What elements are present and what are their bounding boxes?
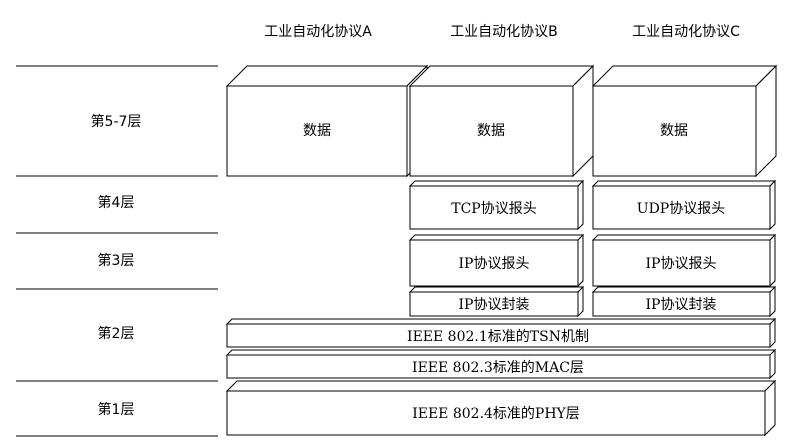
block-udp-header-label: UDP协议报头: [637, 201, 725, 217]
block-tsn: IEEE 802.1标准的TSN机制: [225, 317, 777, 349]
block-mac-label: IEEE 802.3标准的MAC层: [412, 360, 584, 376]
layer-label-2: 第2层: [98, 325, 135, 342]
block-udp-header: UDP协议报头: [591, 179, 777, 231]
block-data-a-label: 数据: [303, 123, 331, 139]
layer-label-4: 第4层: [98, 194, 135, 211]
block-ip-encap-c: IP协议封装: [591, 285, 777, 318]
block-mac: IEEE 802.3标准的MAC层: [225, 348, 777, 380]
column-header-a: 工业自动化协议A: [264, 24, 372, 40]
layer-label-5-7: 第5-7层: [91, 113, 142, 130]
block-ip-header-b: IP协议报头: [408, 233, 585, 288]
block-data-b-label: 数据: [477, 123, 505, 139]
block-ip-encap-b: IP协议封装: [408, 285, 585, 318]
layer-label-3: 第3层: [98, 252, 135, 269]
block-tcp-header-label: TCP协议报头: [451, 201, 536, 217]
block-data-a: 数据: [225, 64, 429, 178]
block-ip-header-c-label: IP协议报头: [646, 256, 717, 272]
block-ip-header-b-label: IP协议报头: [459, 256, 530, 272]
column-header-b: 工业自动化协议B: [450, 24, 558, 40]
block-ip-header-c: IP协议报头: [591, 233, 777, 288]
block-ip-encap-b-label: IP协议封装: [459, 297, 530, 313]
block-data-b: 数据: [408, 64, 595, 178]
block-tcp-header: TCP协议报头: [408, 179, 585, 231]
layer-label-1: 第1层: [98, 401, 135, 418]
block-ip-encap-c-label: IP协议封装: [646, 297, 717, 313]
block-tsn-label: IEEE 802.1标准的TSN机制: [407, 329, 589, 345]
block-phy: IEEE 802.4标准的PHY层: [225, 379, 777, 437]
block-data-c: 数据: [591, 64, 778, 178]
block-data-c-label: 数据: [660, 123, 688, 139]
column-header-c: 工业自动化协议C: [632, 24, 740, 40]
block-phy-label: IEEE 802.4标准的PHY层: [412, 406, 580, 422]
